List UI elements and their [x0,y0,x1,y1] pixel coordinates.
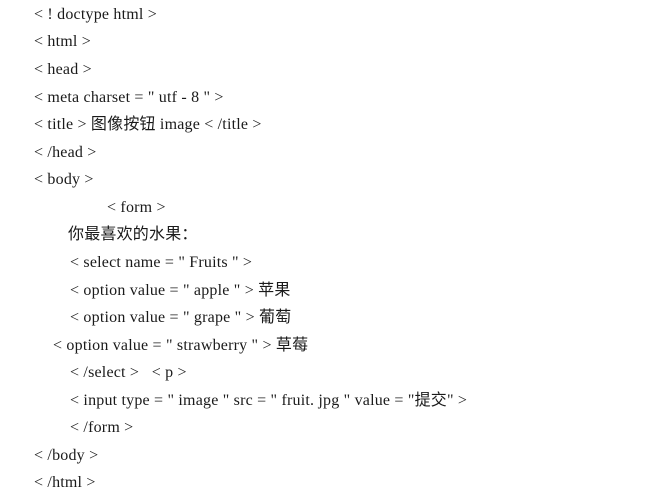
head-open-line: < head > [34,61,92,78]
body-open-line: < body > [34,171,94,188]
option-grape-line: < option value = " grape " > 葡萄 [70,309,292,326]
body-close-line: < /body > [34,447,99,464]
title-line: < title > 图像按钮 image < /title > [34,116,262,133]
head-close-line: < /head > [34,144,97,161]
html-open-line: < html > [34,33,91,50]
doctype-line: < ! doctype html > [34,6,157,23]
form-open-line: < form > [107,199,166,216]
input-image-line: < input type = " image " src = " fruit. … [70,392,468,409]
question-text-line: 你最喜欢的水果： [68,226,198,243]
option-strawberry-line: < option value = " strawberry " > 草莓 [53,337,309,354]
select-open-line: < select name = " Fruits " > [70,254,253,271]
select-close-p-line: < /select > < p > [70,364,187,381]
option-apple-line: < option value = " apple " > 苹果 [70,282,291,299]
html-close-line: < /html > [34,474,96,491]
meta-charset-line: < meta charset = " utf - 8 " > [34,89,224,106]
form-close-line: < /form > [70,419,134,436]
